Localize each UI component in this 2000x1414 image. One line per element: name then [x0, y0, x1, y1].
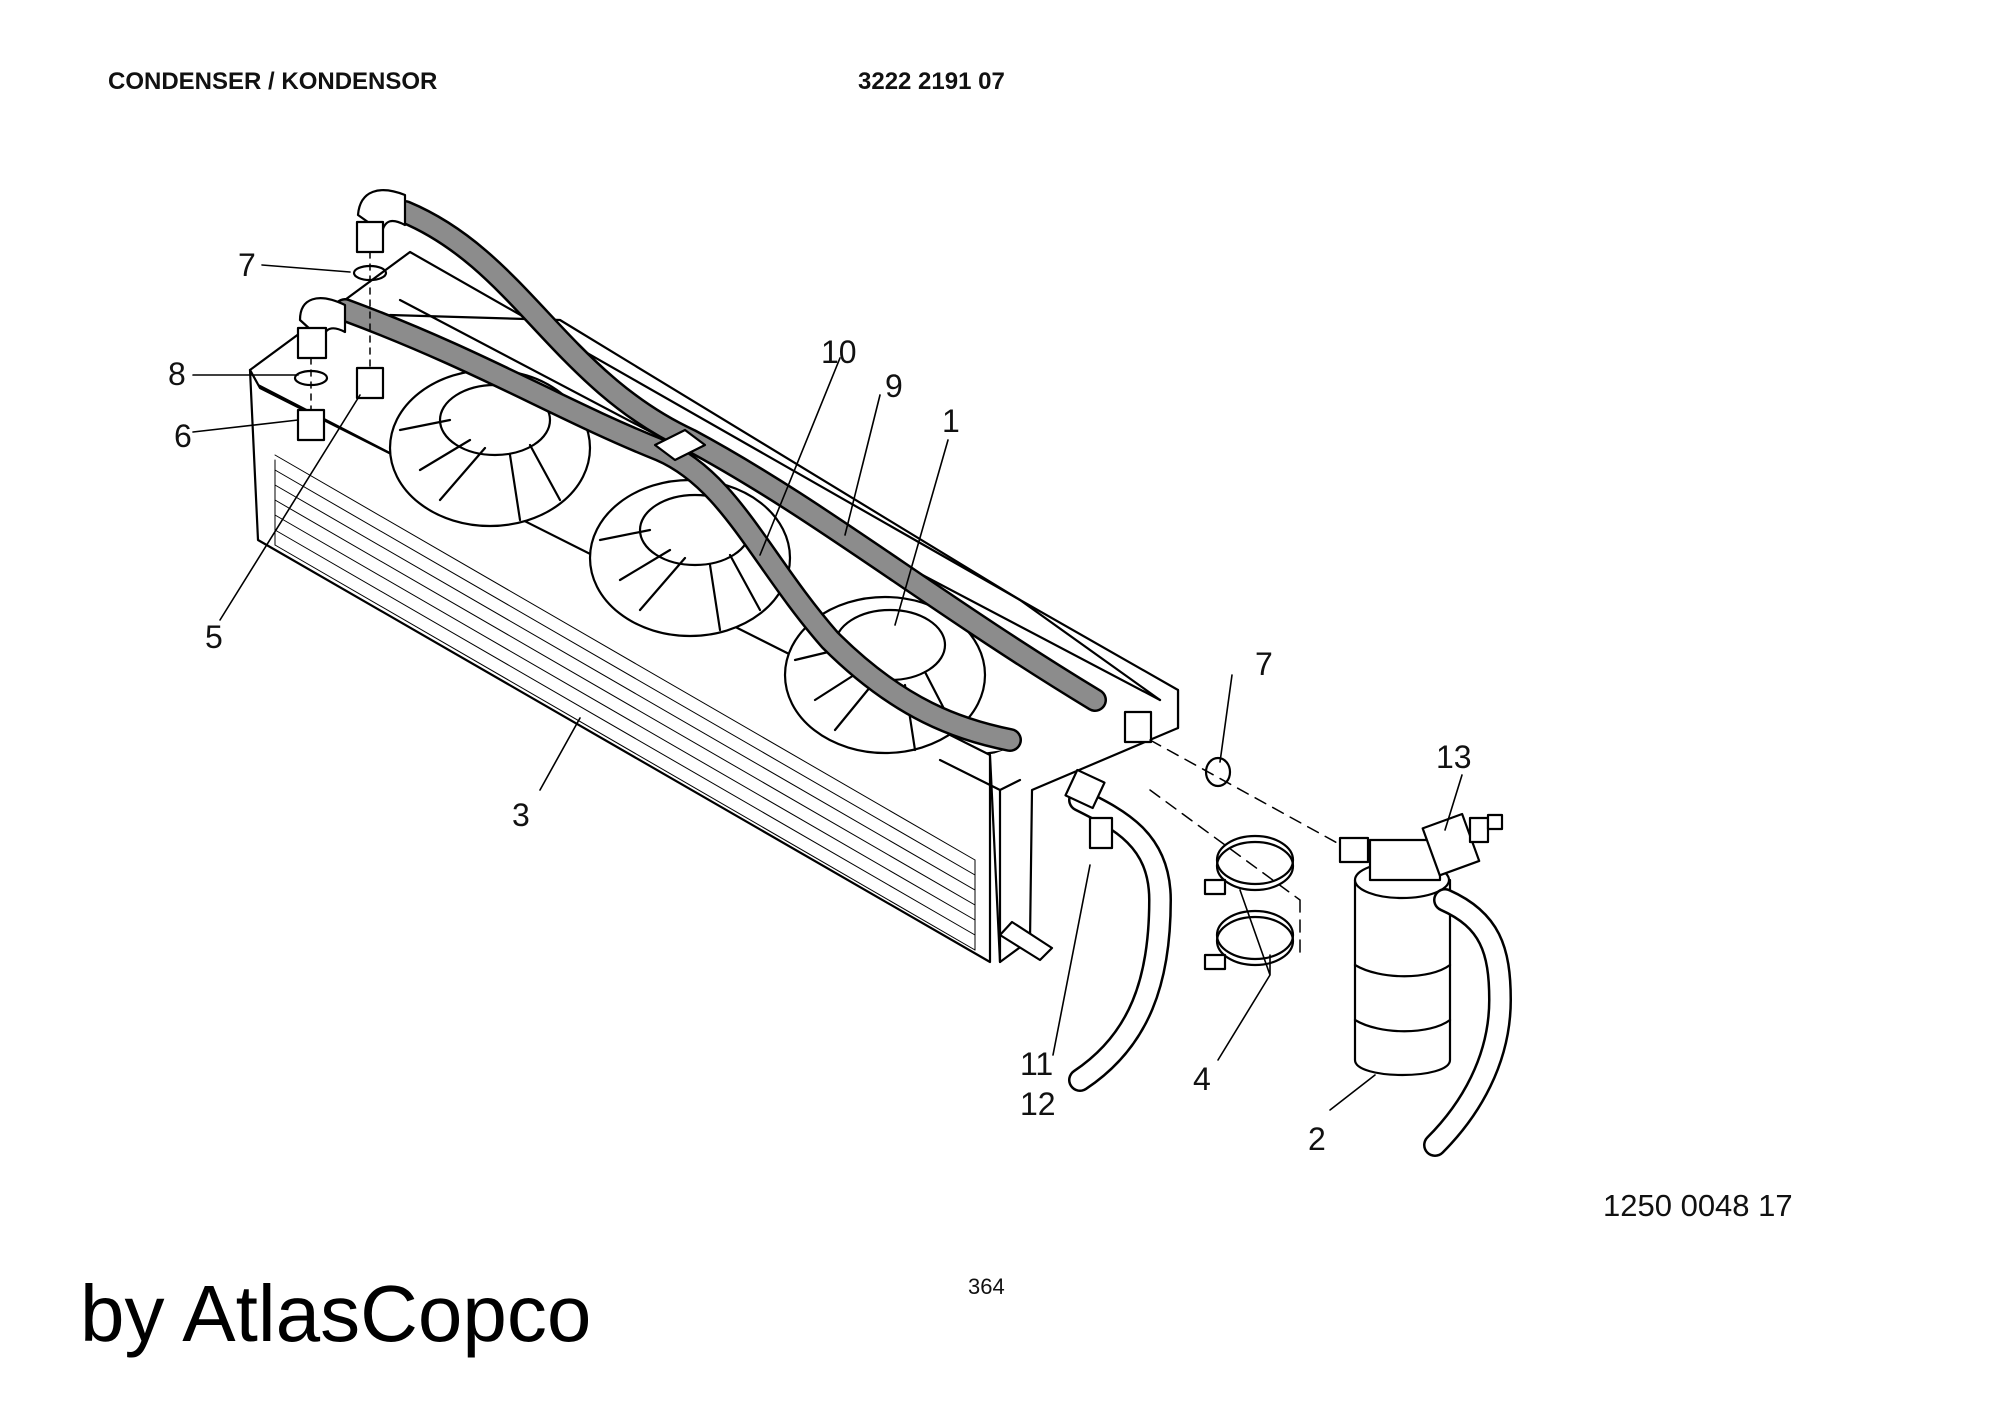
elbow-fitting-lower [296, 297, 347, 360]
hose-clamp-4-upper [1203, 834, 1295, 896]
callout-8: 8 [168, 356, 186, 392]
callout-12: 12 [1020, 1086, 1056, 1122]
elbow-fitting-upper [355, 189, 407, 254]
callout-6: 6 [174, 418, 192, 454]
callout-2: 2 [1308, 1121, 1326, 1157]
pressure-switch-13 [1421, 812, 1504, 877]
nipple-6 [296, 408, 326, 442]
callout-4: 4 [1193, 1061, 1211, 1097]
callout-9: 9 [885, 368, 903, 404]
callout-13: 13 [1436, 739, 1472, 775]
page-title: CONDENSER / KONDENSOR [108, 68, 438, 95]
drawing-number: 1250 0048 17 [1603, 1188, 1793, 1223]
outlet-hose-11-12 [1064, 768, 1172, 1092]
part-number: 3222 2191 07 [858, 68, 1005, 95]
page-number: 364 [968, 1274, 1005, 1299]
callout-5: 5 [205, 619, 223, 655]
brand-watermark: by AtlasCopco [80, 1269, 592, 1358]
hose-clamp-4-lower [1203, 909, 1295, 971]
callout-11: 11 [1020, 1046, 1053, 1082]
nipple-11-12 [1088, 816, 1114, 850]
hose-10 [333, 298, 1022, 752]
fitting-13-left [1338, 836, 1370, 864]
callout-10: 10 [821, 334, 857, 370]
callout-1: 1 [942, 403, 960, 439]
leader-lines [192, 264, 1463, 1111]
condenser-coil-grille [274, 454, 976, 951]
port-fitting [1123, 710, 1153, 744]
callout-7-upper: 7 [238, 247, 256, 283]
nipple-5 [355, 366, 385, 400]
o-ring-7-right [1204, 756, 1232, 788]
callout-3: 3 [512, 797, 530, 833]
drier-hose [1423, 888, 1512, 1157]
callout-7-right: 7 [1255, 646, 1273, 682]
receiver-drier-2 [1353, 838, 1452, 1077]
